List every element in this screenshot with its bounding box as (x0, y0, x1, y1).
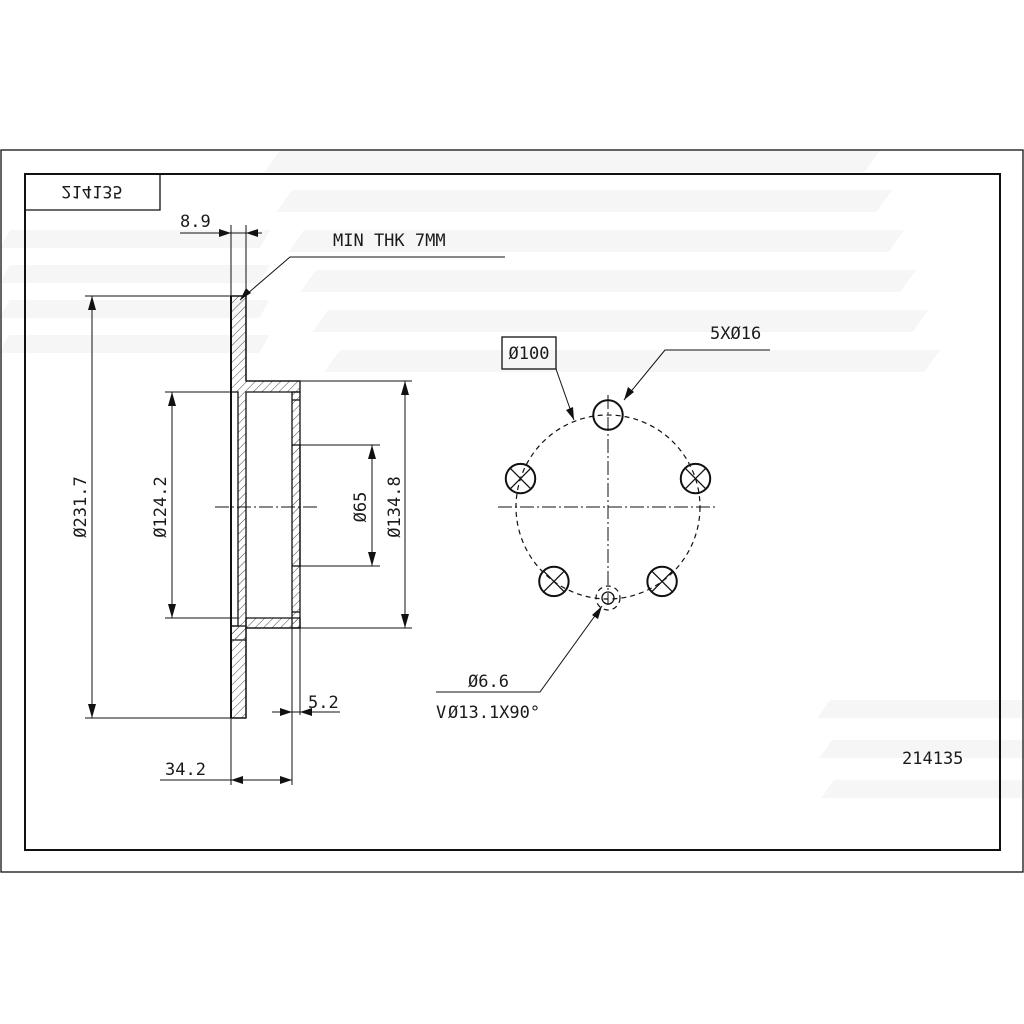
countersink-symbol: V (436, 703, 446, 723)
inner-frame (24, 173, 1001, 851)
dim-hat-inner-diameter: Ø124.2 (151, 476, 171, 537)
section-hatch-hat (291, 391, 301, 629)
dim-hat-wall: 5.2 (308, 693, 339, 713)
part-number: 214135 (902, 749, 963, 769)
dim-outer-diameter: Ø231.7 (71, 476, 91, 537)
bolt-hole (592, 399, 624, 431)
disc-section-view: Ø231.7 Ø124.2 Ø65 Ø134.8 8.9 MIN THK 7M (71, 212, 505, 785)
watermark (0, 150, 1024, 798)
locator-hole (601, 591, 615, 605)
dim-hat-outer-diameter: Ø134.8 (385, 476, 405, 537)
callout-countersink: Ø13.1X90° (448, 703, 540, 723)
section-hatch-bottom (230, 625, 247, 719)
section-hatch-hat-bottom (245, 617, 301, 629)
outer-frame (0, 149, 1024, 873)
bolt-hole (646, 565, 678, 598)
dim-disc-thickness: 8.9 (180, 212, 211, 232)
section-hatch-top-fill (230, 295, 301, 641)
pcd-label-box (501, 336, 557, 370)
title-block: 214135 (25, 174, 161, 211)
bolt-holes (504, 399, 712, 598)
dim-center-bore: Ø65 (351, 492, 371, 523)
note-bolt-holes: 5XØ16 (710, 324, 761, 344)
note-min-thickness: MIN THK 7MM (333, 231, 446, 251)
callout-hole-diameter: Ø6.6 (468, 672, 509, 692)
bolt-hole (679, 462, 712, 495)
bolt-hole (504, 462, 537, 495)
pcd-circle (515, 414, 701, 600)
mirrored-part-number: 214135 (61, 181, 122, 201)
dim-total-height: 34.2 (165, 760, 206, 780)
locator-hole-countersink (595, 585, 621, 611)
note-pcd: Ø100 (509, 344, 550, 364)
bolt-pattern-view: Ø100 5XØ16 Ø6.6 V Ø13.1X90° (436, 324, 770, 723)
bolt-hole (538, 565, 570, 598)
